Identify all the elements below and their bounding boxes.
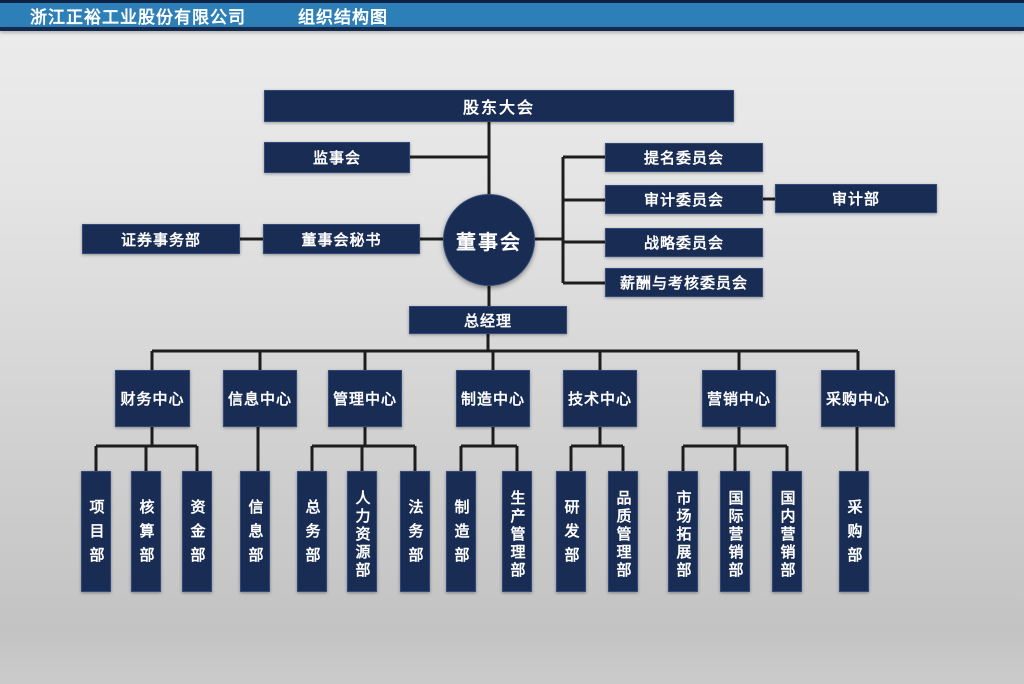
node-production-management-dept: 生产管理部 <box>502 471 532 592</box>
node-quality-management-dept: 品质管理部 <box>608 471 638 592</box>
node-information-dept: 信息部 <box>240 471 270 592</box>
node-compensation-assessment-committee: 薪酬与考核委员会 <box>605 268 763 297</box>
node-audit-dept: 审计部 <box>775 184 937 213</box>
node-board-secretary: 董事会秘书 <box>263 224 420 254</box>
node-management-center: 管理中心 <box>328 370 402 427</box>
node-rnd-dept: 研发部 <box>556 471 586 592</box>
node-supervisory-board: 监事会 <box>264 142 410 173</box>
node-funds-dept: 资金部 <box>182 471 212 592</box>
node-strategy-committee: 战略委员会 <box>605 228 763 257</box>
node-legal-dept: 法务部 <box>400 471 430 592</box>
node-general-affairs-dept: 总务部 <box>297 471 327 592</box>
header-bottom-edge <box>0 27 1024 31</box>
node-securities-affairs-dept: 证券事务部 <box>82 224 240 254</box>
node-nomination-committee: 提名委员会 <box>605 143 763 172</box>
node-marketing-center: 营销中心 <box>702 370 776 427</box>
node-general-manager: 总经理 <box>409 306 567 334</box>
node-information-center: 信息中心 <box>223 370 297 427</box>
header-top-edge <box>0 0 1024 3</box>
node-shareholders-meeting: 股东大会 <box>264 90 734 122</box>
node-market-development-dept: 市场拓展部 <box>668 471 698 592</box>
node-project-dept: 项目部 <box>81 471 111 592</box>
node-purchasing-center: 采购中心 <box>821 370 895 427</box>
node-finance-center: 财务中心 <box>115 370 190 427</box>
node-accounting-dept: 核算部 <box>131 471 161 592</box>
header-bar: 浙江正裕工业股份有限公司 组织结构图 <box>0 0 1024 31</box>
node-international-marketing-dept: 国际营销部 <box>720 471 750 592</box>
node-audit-committee: 审计委员会 <box>605 185 763 214</box>
node-board-of-directors: 董事会 <box>443 194 535 286</box>
node-domestic-marketing-dept: 国内营销部 <box>772 471 802 592</box>
header-text: 浙江正裕工业股份有限公司 组织结构图 <box>30 4 388 27</box>
page-title: 组织结构图 <box>298 8 388 27</box>
node-manufacturing-center: 制造中心 <box>456 370 530 427</box>
node-human-resources-dept: 人力资源部 <box>347 471 377 592</box>
company-name: 浙江正裕工业股份有限公司 <box>30 8 246 27</box>
node-purchasing-dept: 采购部 <box>839 471 869 592</box>
node-manufacturing-dept: 制造部 <box>446 471 476 592</box>
node-technology-center: 技术中心 <box>563 370 637 427</box>
